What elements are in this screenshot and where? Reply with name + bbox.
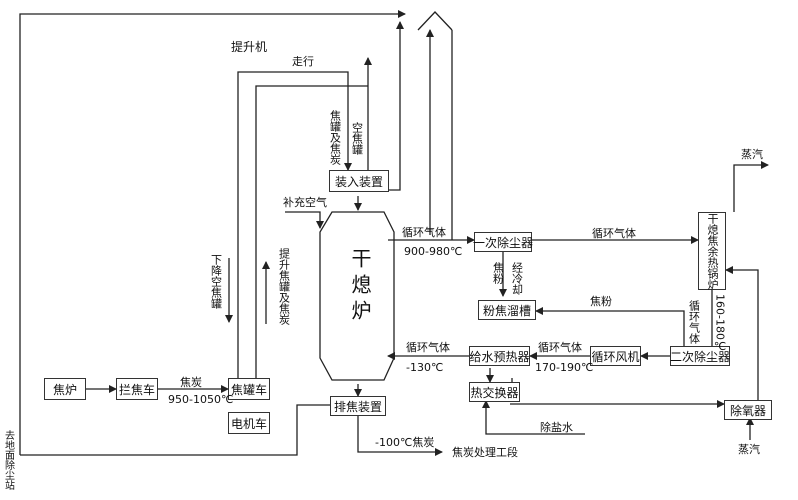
deaerator-box: 除氧器 (724, 400, 772, 420)
steam-top-label: 蒸汽 (741, 148, 763, 161)
circ-gas-bottom-label: 循环气体 (406, 341, 450, 354)
supplement-air-label: 补充空气 (283, 196, 327, 209)
primary-dust-text: 一次除尘器 (473, 235, 534, 250)
coke-tank-text: 粉焦溜槽 (482, 303, 531, 318)
steam-bottom-label: 蒸汽 (738, 443, 760, 456)
coke-powder-h-label: 焦粉 (590, 295, 612, 308)
circ-fan-text: 循环风机 (591, 349, 640, 364)
desalted-water-label: 除盐水 (540, 421, 573, 434)
desalted-water-line (482, 400, 585, 435)
circ-fan-box: 循环风机 (590, 346, 641, 366)
coke-processing-label: 焦炭处理工段 (452, 446, 518, 459)
circ-gas-mid-label: 循环气体 (538, 341, 582, 354)
coke-guide-car-box: 拦焦车 (116, 378, 158, 400)
dust-station-label: 去地面除尘站 (2, 430, 14, 490)
waste-heat-boiler-text: 干熄焦余热锅炉 (706, 212, 719, 290)
temp-top-label: 900-980℃ (404, 245, 463, 258)
dust-station-line (19, 13, 396, 455)
cooled-v-label: 经冷却 (510, 262, 524, 295)
discharge-device-box: 排焦装置 (330, 396, 386, 416)
furnace-outline (319, 211, 395, 381)
furnace-label: 干熄炉 (348, 248, 372, 326)
primary-dust-box: 一次除尘器 (473, 232, 534, 252)
hoist-label: 提升机 (226, 36, 272, 56)
full-tank-label: 焦罐及焦炭 (328, 110, 342, 165)
descend-empty-label: 下降空焦罐 (209, 254, 223, 309)
coke-tank-box: 粉焦溜槽 (478, 300, 536, 320)
vent-stack (417, 11, 453, 31)
coke-label: 焦炭 (180, 376, 202, 389)
charging-device-text: 装入装置 (334, 174, 383, 189)
coke-powder-v-label: 焦粉 (491, 262, 505, 284)
secondary-dust-text: 二次除尘器 (670, 349, 731, 364)
motor-car-text: 电机车 (230, 416, 267, 431)
motor-car-box: 电机车 (228, 412, 270, 434)
hoist-text: 提升机 (230, 39, 267, 54)
charging-device-box: 装入装置 (329, 170, 389, 192)
circ-gas-top-label: 循环气体 (402, 226, 446, 239)
heat-exchanger-box: 热交换器 (469, 382, 520, 402)
deaerator-to-boiler (725, 266, 759, 400)
feedwater-preheater-box: 给水预热器 (469, 346, 530, 366)
empty-tank-label: 空焦罐 (350, 122, 364, 155)
coke-oven-text: 焦炉 (52, 382, 77, 397)
circ-gas-right-label: 循环气体 (592, 227, 636, 240)
waste-heat-boiler-box: 干熄焦余热锅炉 (698, 212, 726, 290)
heat-exchanger-text: 热交换器 (470, 385, 519, 400)
discharge-to-processing (357, 416, 443, 456)
feedwater-preheater-text: 给水预热器 (469, 349, 530, 364)
temp-bottom-label: -130℃ (406, 361, 444, 374)
coke-tank-car-box: 焦罐车 (228, 378, 270, 400)
circ-gas-vert-label: 循环气体 (687, 300, 701, 344)
coke-out-temp-label: -100℃焦炭 (375, 436, 435, 449)
coke-tank-car-text: 焦罐车 (230, 382, 267, 397)
discharge-device-text: 排焦装置 (333, 399, 382, 414)
travel-line-inner (255, 85, 368, 390)
coke-guide-car-text: 拦焦车 (118, 382, 155, 397)
boiler-steam-out (733, 161, 769, 212)
vent-line-1 (375, 21, 404, 191)
temp-mid-label: 170-190℃ (535, 361, 594, 374)
temp-coke-label: 950-1050℃ (168, 393, 234, 406)
coke-oven-box: 焦炉 (44, 378, 86, 400)
travel-line-outer (237, 71, 352, 390)
lift-full-label: 提升焦罐及焦炭 (277, 248, 291, 325)
secondary-dust-box: 二次除尘器 (670, 346, 730, 366)
travel-label: 走行 (292, 55, 314, 68)
supplement-air-line (285, 211, 324, 229)
deaerator-text: 除氧器 (729, 403, 766, 418)
discharge-dust-line (20, 404, 330, 456)
secondary-to-tank (535, 307, 685, 346)
temp-boiler-label: 160-180℃ (713, 294, 727, 353)
